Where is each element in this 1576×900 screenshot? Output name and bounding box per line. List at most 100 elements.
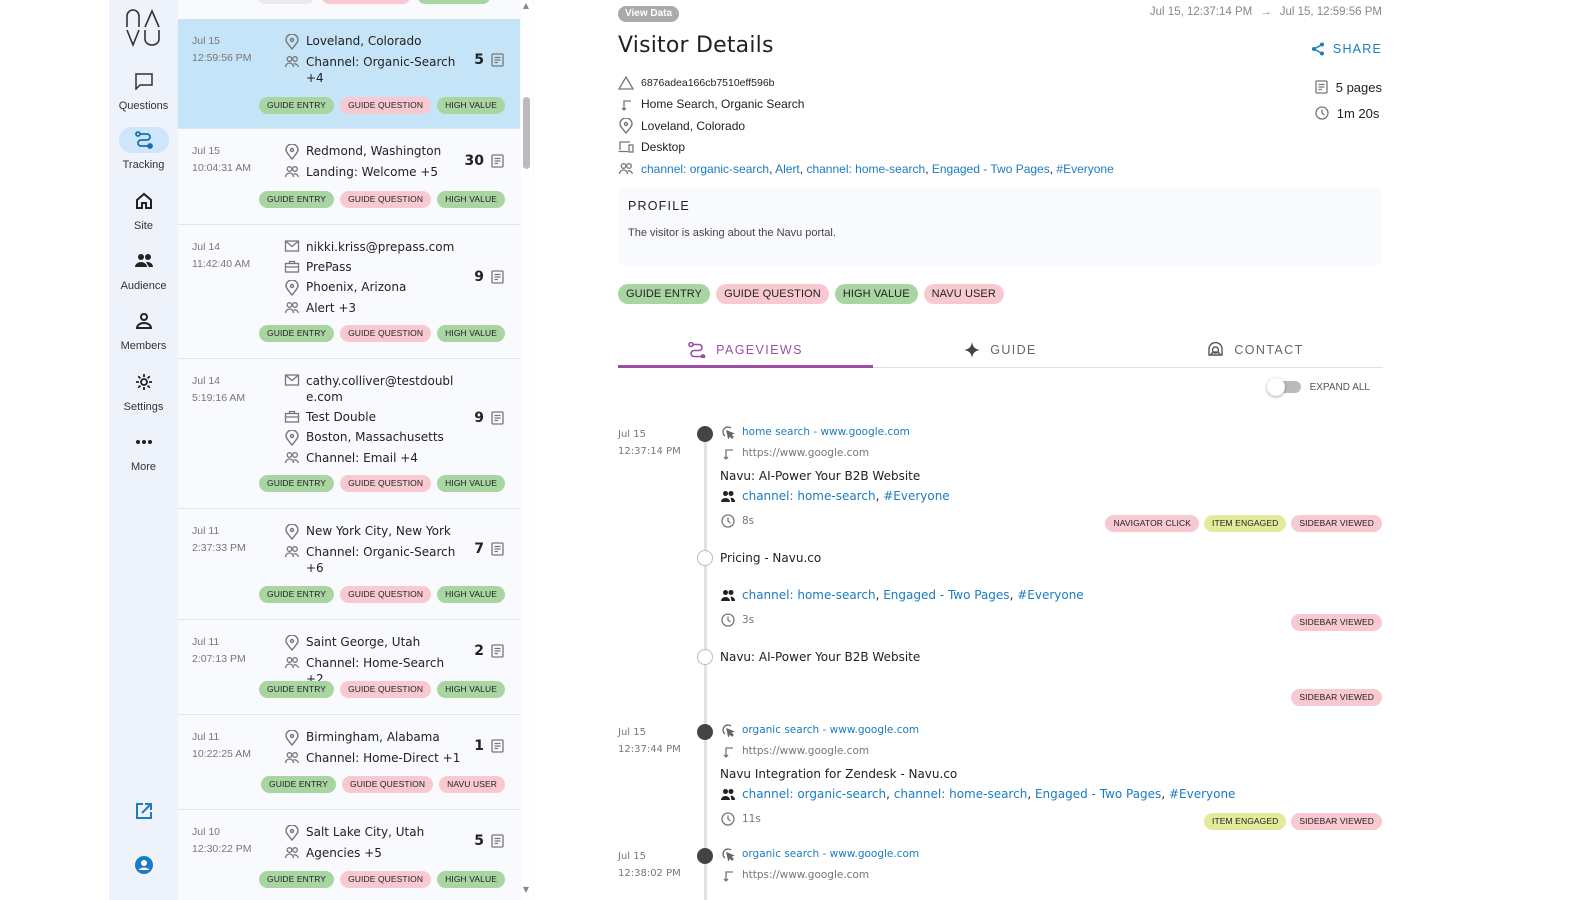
visit-time: 12:59:56 PM bbox=[192, 52, 252, 64]
audience-link[interactable]: channel: organic-search bbox=[742, 787, 887, 801]
visit-time: 12:30:22 PM bbox=[192, 843, 252, 855]
visit-card[interactable]: Jul 14 5:19:16 AM cathy.colliver@testdou… bbox=[178, 359, 520, 509]
visit-list-scrollbar[interactable] bbox=[521, 0, 533, 900]
visit-company: Test Double bbox=[284, 409, 464, 425]
toggle-switch[interactable] bbox=[1266, 378, 1301, 396]
visit-datetime: Jul 11 2:07:13 PM bbox=[192, 634, 246, 668]
page-count-value: 2 bbox=[474, 643, 484, 659]
tag: NAVU USER bbox=[923, 284, 1004, 304]
pageview-audiences: channel: organic-search, channel: home-s… bbox=[720, 787, 1235, 801]
audience-link[interactable]: #Everyone bbox=[1056, 161, 1114, 176]
audience-icon bbox=[284, 546, 300, 558]
home-icon bbox=[119, 188, 169, 214]
visitor-device: Desktop bbox=[618, 137, 1114, 159]
audience-link[interactable]: #Everyone bbox=[883, 489, 950, 503]
pageview-datetime: Jul 15 12:37:14 PM bbox=[618, 426, 681, 460]
pageview-audiences: channel: home-search, Engaged - Two Page… bbox=[720, 588, 1084, 602]
pv-date: Jul 15 bbox=[618, 851, 646, 862]
audience-link[interactable]: channel: home-search bbox=[742, 489, 876, 503]
expand-all-label: EXPAND ALL bbox=[1309, 381, 1370, 393]
event-tags: ITEM ENGAGED SIDEBAR VIEWED bbox=[1204, 813, 1382, 830]
visit-card[interactable]: Jul 11 2:37:33 PM New York City, New Yor… bbox=[178, 509, 520, 620]
audience-link[interactable]: channel: home-search bbox=[893, 787, 1028, 801]
pageview-duration: 8s bbox=[720, 514, 754, 528]
location-pin-icon bbox=[285, 730, 299, 746]
tag: HIGH VALUE bbox=[437, 681, 505, 698]
scroll-down-arrow-icon[interactable]: ▼ bbox=[522, 885, 530, 894]
tab-contact[interactable]: CONTACT bbox=[1128, 332, 1383, 367]
nav-item-tracking[interactable]: Tracking bbox=[109, 127, 178, 171]
visit-list-scroll-thumb[interactable] bbox=[523, 97, 530, 169]
pages-value: 5 pages bbox=[1335, 79, 1382, 95]
view-data-button[interactable]: View Data bbox=[618, 6, 680, 22]
audience-link[interactable]: channel: home-search bbox=[806, 161, 926, 176]
visit-card[interactable]: Jul 15 10:04:31 AM Redmond, Washington L… bbox=[178, 129, 520, 225]
page-count: 5 bbox=[474, 833, 504, 849]
pageview-source[interactable]: home search - www.google.com bbox=[720, 425, 910, 439]
title-text: Pricing - Navu.co bbox=[720, 551, 822, 565]
page-count-value: 9 bbox=[474, 410, 484, 426]
visit-card[interactable]: Jul 14 11:42:40 AM nikki.kriss@prepass.c… bbox=[178, 225, 520, 359]
referrer-arrow-icon bbox=[723, 871, 733, 882]
account-circle-icon bbox=[134, 856, 153, 874]
source-text: organic search - www.google.com bbox=[742, 724, 920, 736]
share-button[interactable]: SHARE bbox=[1311, 42, 1382, 56]
visit-card[interactable]: Jul 15 12:59:56 PM Loveland, Colorado Ch… bbox=[178, 19, 520, 129]
line-text: Salt Lake City, Utah bbox=[306, 825, 425, 839]
page-count: 9 bbox=[474, 269, 504, 285]
tab-guide[interactable]: GUIDE bbox=[873, 332, 1128, 367]
source-text: home search - www.google.com bbox=[742, 426, 910, 438]
location-pin-icon bbox=[619, 117, 633, 134]
visit-location: Birmingham, Alabama bbox=[284, 729, 464, 746]
tag: GUIDE ENTRY bbox=[259, 586, 335, 603]
duration-text: 11s bbox=[742, 813, 761, 825]
audience-link[interactable]: Alert bbox=[775, 161, 800, 176]
visit-tags: GUIDE ENTRY GUIDE QUESTION HIGH VALUE bbox=[259, 586, 505, 603]
document-icon bbox=[491, 53, 504, 67]
pv-time: 12:37:14 PM bbox=[618, 446, 681, 457]
audience-icon bbox=[721, 589, 736, 601]
pageview-source[interactable]: organic search - www.google.com bbox=[720, 723, 919, 737]
nav-item-questions[interactable]: Questions bbox=[109, 68, 178, 112]
nav-item-members[interactable]: Members bbox=[109, 308, 178, 352]
visit-card[interactable]: Jul 10 12:30:22 PM Salt Lake City, Utah … bbox=[178, 810, 520, 900]
location-value: Loveland, Colorado bbox=[641, 118, 746, 133]
tab-pageviews[interactable]: PAGEVIEWS bbox=[618, 332, 873, 368]
audience-link[interactable]: channel: home-search bbox=[742, 588, 876, 602]
profile-card: PROFILE The visitor is asking about the … bbox=[618, 188, 1382, 266]
account-button[interactable] bbox=[109, 855, 178, 879]
audience-link[interactable]: Engaged - Two Pages bbox=[931, 161, 1050, 176]
visit-date: Jul 11 bbox=[192, 636, 220, 648]
line-text: Phoenix, Arizona bbox=[306, 280, 407, 294]
audience-icon bbox=[284, 657, 300, 669]
pageview-source[interactable]: organic search - www.google.com bbox=[720, 847, 919, 861]
audience-link[interactable]: Engaged - Two Pages bbox=[1034, 787, 1162, 801]
audience-icon bbox=[721, 490, 736, 502]
audience-link[interactable]: #Everyone bbox=[1017, 588, 1084, 602]
pv-date: Jul 15 bbox=[618, 429, 646, 440]
visit-card[interactable]: Jul 11 2:07:13 PM Saint George, Utah Cha… bbox=[178, 620, 520, 715]
tag: GUIDE QUESTION bbox=[340, 871, 432, 888]
scroll-up-arrow-icon[interactable]: ▲ bbox=[522, 1, 530, 10]
page-count: 7 bbox=[474, 541, 504, 557]
visit-card[interactable]: Jul 11 10:22:25 AM Birmingham, Alabama C… bbox=[178, 715, 520, 810]
nav-item-more[interactable]: More bbox=[109, 429, 178, 473]
page-count: 1 bbox=[474, 738, 504, 754]
audience-link[interactable]: #Everyone bbox=[1168, 787, 1236, 801]
nav-item-site[interactable]: Site bbox=[109, 188, 178, 232]
line-text: Channel: Home-Direct +1 bbox=[306, 751, 461, 765]
audience-icon bbox=[284, 56, 300, 68]
clock-icon bbox=[1315, 106, 1329, 120]
audience-link[interactable]: channel: organic-search bbox=[641, 161, 770, 176]
page-count: 9 bbox=[474, 410, 504, 426]
visit-location: Saint George, Utah bbox=[284, 634, 464, 651]
nav-item-settings[interactable]: Settings bbox=[109, 369, 178, 413]
external-link-button[interactable] bbox=[109, 802, 178, 824]
nav-item-audience[interactable]: Audience bbox=[109, 248, 178, 292]
expand-all-toggle[interactable]: EXPAND ALL bbox=[1266, 378, 1370, 396]
timeline-line bbox=[704, 434, 707, 900]
profile-text: The visitor is asking about the Navu por… bbox=[628, 227, 836, 239]
audience-link[interactable]: Engaged - Two Pages bbox=[883, 588, 1010, 602]
pageview-referrer: https://www.google.com bbox=[720, 744, 869, 758]
timeline-dot bbox=[697, 724, 713, 740]
